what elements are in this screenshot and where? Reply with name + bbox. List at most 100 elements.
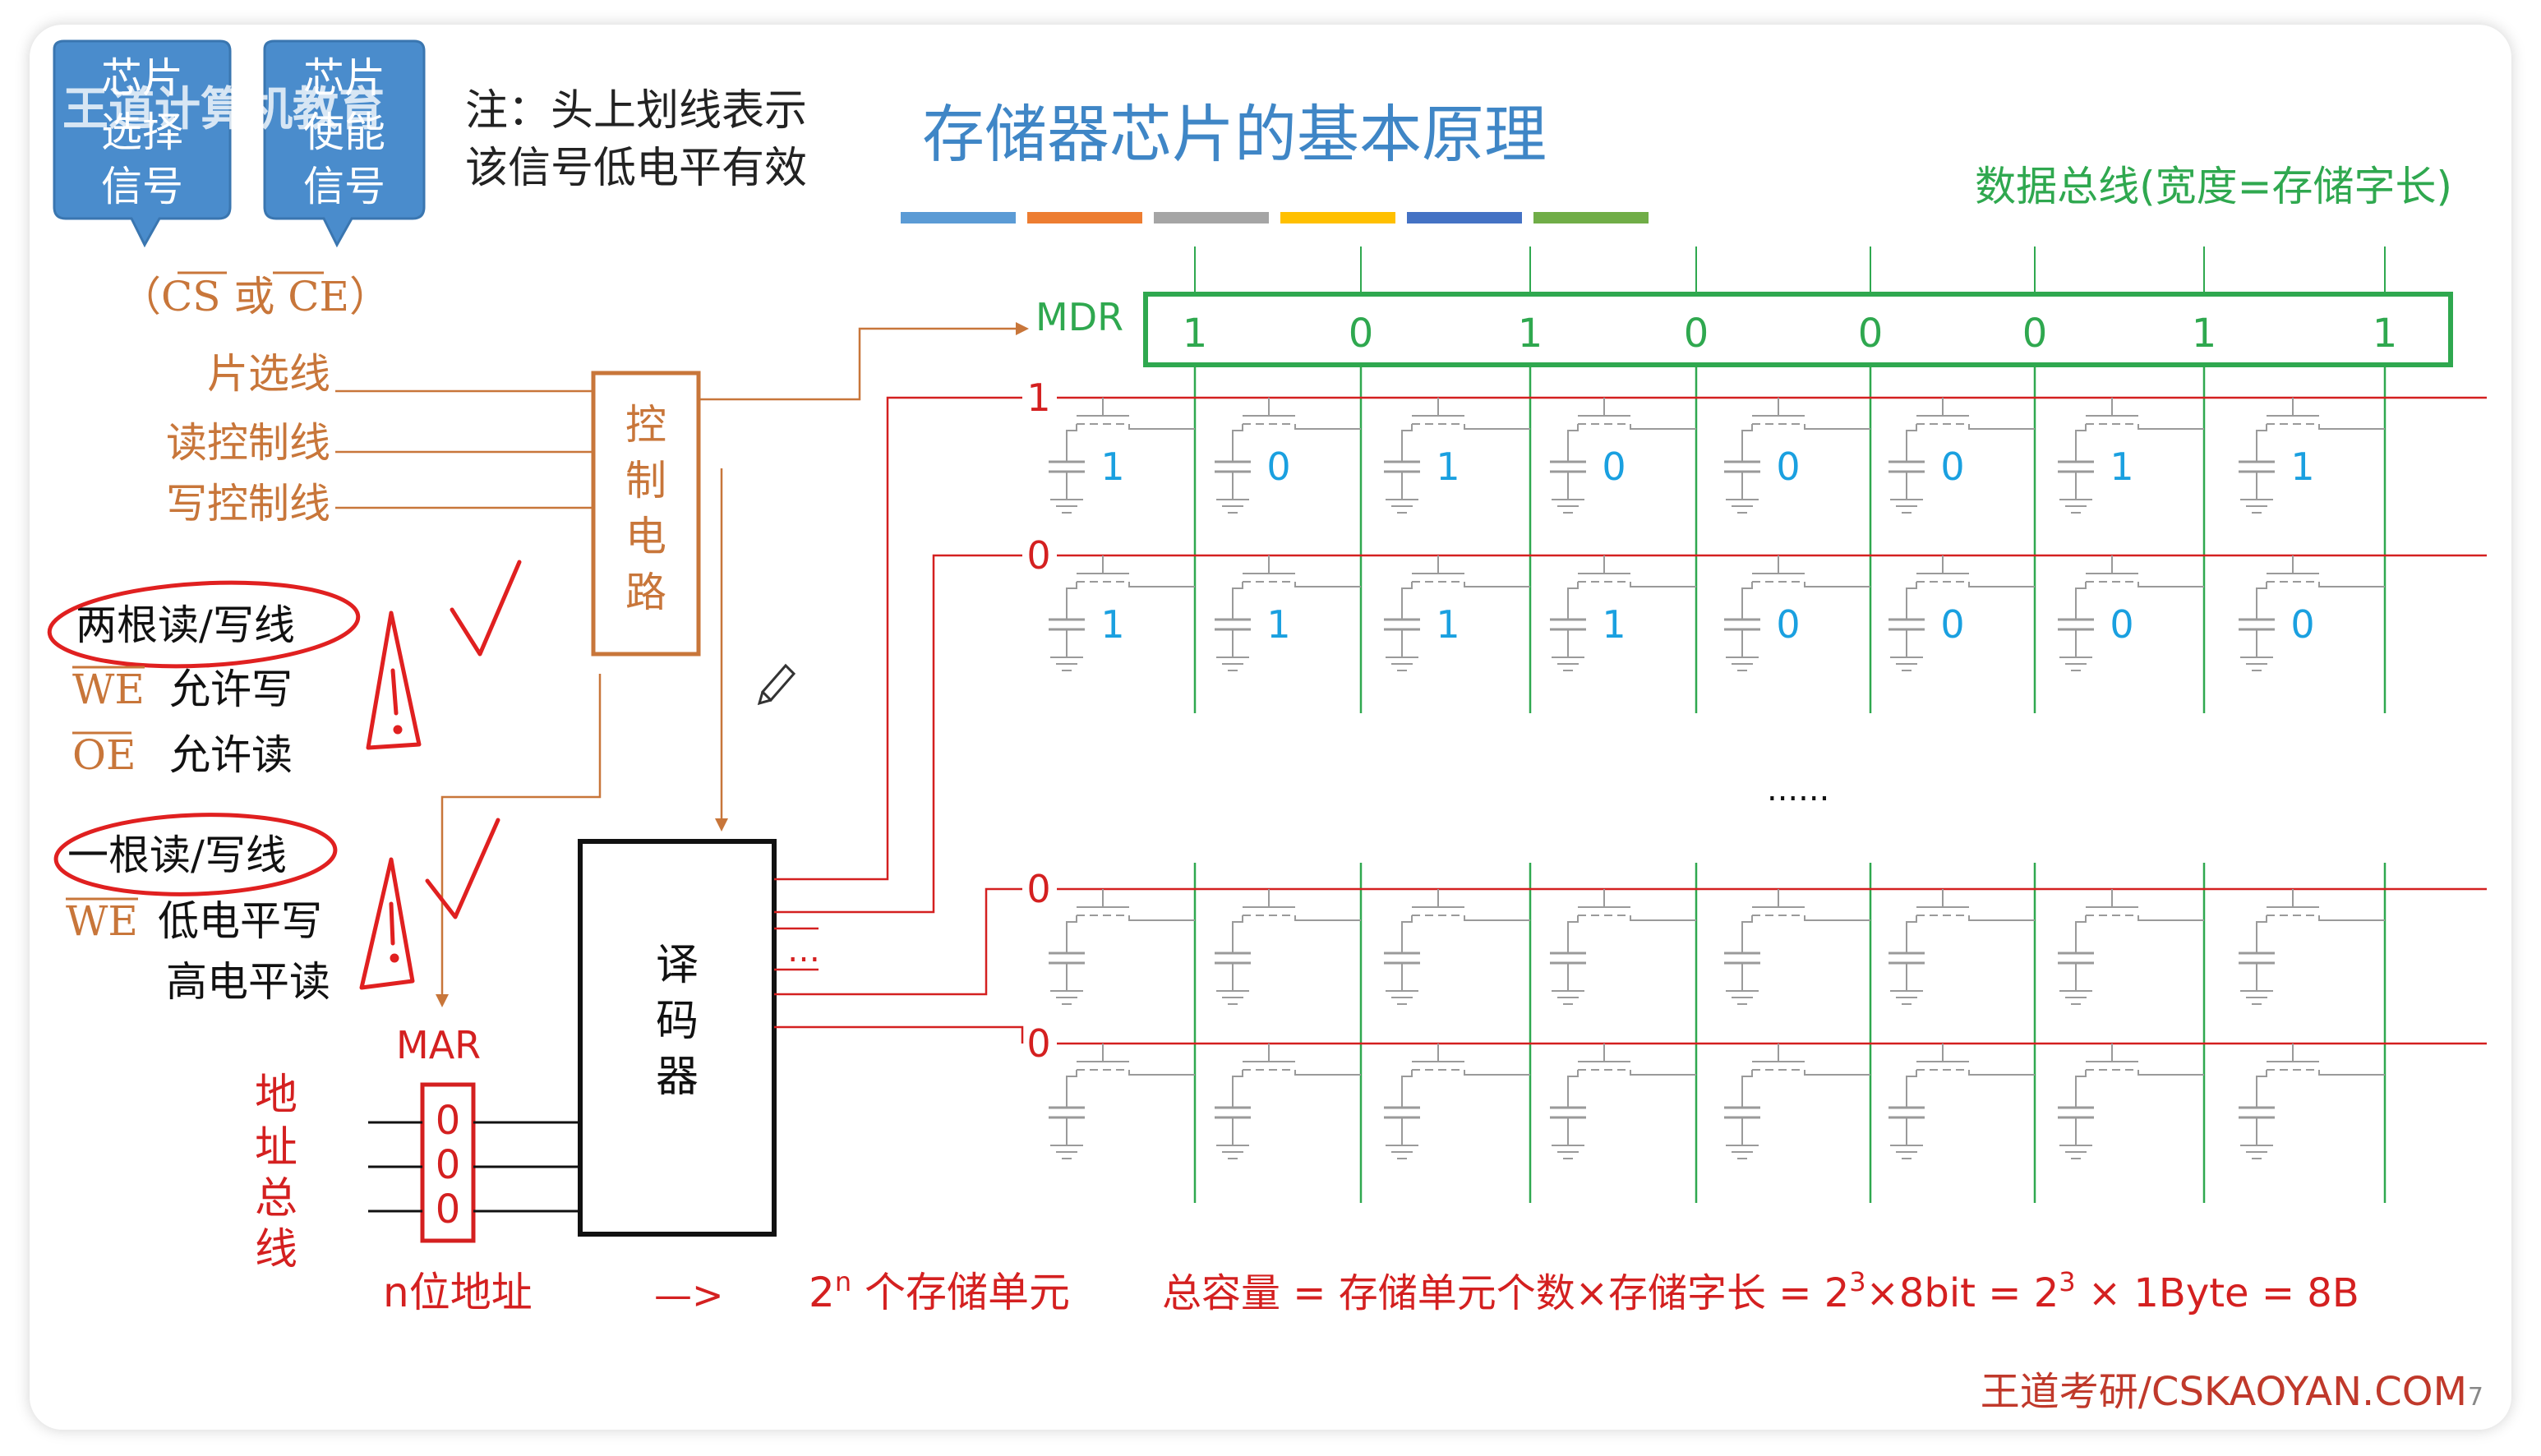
note-line-0: 注：头上划线表示 <box>465 86 807 136</box>
word-line-label-1: 0 <box>1026 533 1050 578</box>
data-bus-label: 数据总线(宽度=存储字长) <box>1975 163 2452 210</box>
slide: 芯片 选择 信号 芯片 使能 信号 王道计算机教育 （CS 或 CE） 注：头上… <box>30 25 2511 1430</box>
chip-select-line: 片选线 <box>207 350 330 398</box>
addr-bus-char-2: 总 <box>255 1174 297 1223</box>
mdr-bit-1: 0 <box>1349 311 1374 357</box>
cs-ce-label: （CS 或 CE） <box>120 273 390 320</box>
decoder-output-3 <box>774 1025 1024 1044</box>
word-line-label-3: 0 <box>1026 1021 1050 1066</box>
array-ellipsis: ...... <box>1767 771 1829 809</box>
chip-enable-callout: 芯片 使能 信号 <box>263 39 426 248</box>
control-box-char-0: 控 <box>625 401 666 449</box>
storage-cell-3-5 <box>1888 1044 2035 1159</box>
cell-value-1-7: 0 <box>2290 602 2314 647</box>
mdr-label: MDR <box>1035 295 1123 339</box>
cell-value-0-7: 1 <box>2290 445 2314 489</box>
mar-label: MAR <box>396 1023 481 1067</box>
chip-select-line-0: 芯片 <box>101 54 183 102</box>
cell-value-0-3: 0 <box>1602 445 1626 489</box>
cell-value-0-2: 1 <box>1436 445 1460 489</box>
mdr-bit-4: 0 <box>1858 311 1884 357</box>
addr-bus-char-1: 址 <box>255 1123 297 1173</box>
write-control-line: 写控制线 <box>166 480 330 528</box>
title-bar-2 <box>1154 212 1269 223</box>
storage-cell-2-6 <box>2058 889 2204 1005</box>
storage-cell-1-7: 0 <box>2239 555 2385 671</box>
oe-desc: 允许读 <box>169 731 293 779</box>
decoder-char-1: 码 <box>656 997 699 1046</box>
cell-value-1-1: 1 <box>1266 602 1290 647</box>
storage-cell-0-3: 0 <box>1550 398 1696 514</box>
we-signal: WE <box>72 666 145 713</box>
storage-cell-0-1: 0 <box>1215 398 1361 514</box>
one-rw-line: 一根读/写线 <box>67 832 287 879</box>
chip-enable-line-2: 信号 <box>303 163 385 210</box>
storage-cell-0-0: 1 <box>1049 398 1195 514</box>
storage-cell-3-7 <box>2239 1044 2385 1159</box>
page-title: 存储器芯片的基本原理 <box>922 98 1547 171</box>
read-control-line: 读控制线 <box>166 419 330 467</box>
storage-cell-3-2 <box>1384 1044 1530 1159</box>
chip-enable-line-0: 芯片 <box>303 54 385 102</box>
chip-select-line-1: 选择 <box>101 108 183 156</box>
cell-value-1-5: 0 <box>1940 602 1964 647</box>
storage-cell-1-4: 0 <box>1724 555 1870 671</box>
handwritten-circle-2 <box>53 813 338 896</box>
cell-value-0-5: 0 <box>1940 445 1964 489</box>
storage-cell-0-5: 0 <box>1888 398 2035 514</box>
storage-cell-1-2: 1 <box>1384 555 1530 671</box>
cell-value-0-4: 0 <box>1776 445 1800 489</box>
we2-desc2: 高电平读 <box>166 958 330 1006</box>
storage-cell-1-0: 1 <box>1049 555 1195 671</box>
formula-n-address: n位地址 <box>383 1269 533 1316</box>
we2-signal: WE <box>66 897 138 945</box>
chip-select-line-2: 信号 <box>101 163 183 210</box>
decoder-output-2 <box>774 887 1022 996</box>
we-desc: 允许写 <box>169 666 293 713</box>
oe-signal: OE <box>72 731 136 779</box>
handwritten-circle-1 <box>47 580 361 669</box>
storage-cell-3-4 <box>1724 1044 1870 1159</box>
mar-bit-1: 0 <box>436 1142 461 1188</box>
mdr-bit-0: 1 <box>1183 311 1208 357</box>
title-bar-3 <box>1280 212 1395 223</box>
mdr-bit-2: 1 <box>1518 311 1543 357</box>
storage-cell-2-2 <box>1384 889 1530 1005</box>
addr-bus-char-3: 线 <box>255 1225 297 1274</box>
decoder-char-2: 器 <box>656 1053 699 1102</box>
word-line-label-2: 0 <box>1026 867 1050 911</box>
storage-cell-2-0 <box>1049 889 1195 1005</box>
storage-cell-1-3: 1 <box>1550 555 1696 671</box>
storage-cell-2-4 <box>1724 889 1870 1005</box>
cell-value-1-3: 1 <box>1602 602 1626 647</box>
cell-value-1-0: 1 <box>1100 602 1124 647</box>
mar-bits: 000 <box>436 1098 461 1233</box>
control-box-char-1: 制 <box>625 457 666 505</box>
cell-value-0-6: 1 <box>2110 445 2133 489</box>
mar-bit-0: 0 <box>436 1098 461 1144</box>
address-bus: 地 址 总 线 <box>255 1071 297 1274</box>
control-box-char-2: 电 <box>625 513 666 560</box>
mdr-bit-5: 0 <box>2022 311 2048 357</box>
storage-cell-2-7 <box>2239 889 2385 1005</box>
storage-cell-3-6 <box>2058 1044 2204 1159</box>
chip-enable-line-1: 使能 <box>303 108 385 156</box>
mdr-bit-6: 1 <box>2192 311 2217 357</box>
storage-cell-1-5: 0 <box>1888 555 2035 671</box>
decoder-box <box>578 839 777 1237</box>
title-bar-0 <box>901 212 1016 223</box>
storage-cell-2-3 <box>1550 889 1696 1005</box>
formula-arrow: —> <box>654 1273 724 1317</box>
memory-chip-diagram: 芯片 选择 信号 芯片 使能 信号 王道计算机教育 （CS 或 CE） 注：头上… <box>47 39 2487 1415</box>
word-line-label-0: 1 <box>1026 376 1050 420</box>
bit-lines <box>1193 247 2387 1203</box>
formula-cells: 2n 个存储单元 <box>809 1266 1070 1316</box>
decoder-char-0: 译 <box>656 941 699 990</box>
cell-value-1-4: 0 <box>1776 602 1800 647</box>
control-lines: 片选线 读控制线 写控制线 <box>166 350 330 528</box>
mdr-register <box>1143 292 2453 367</box>
storage-cell-0-4: 0 <box>1724 398 1870 514</box>
